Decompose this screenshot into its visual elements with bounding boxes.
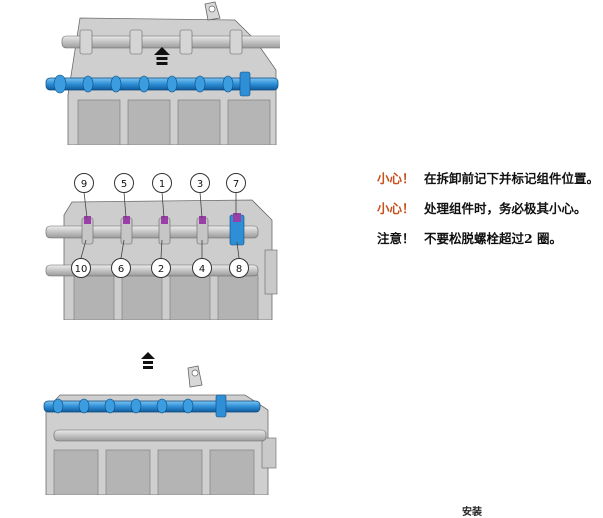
callout-1: 1 — [159, 179, 165, 190]
callout-4: 4 — [199, 264, 205, 275]
figure-camshaft-removal-top — [40, 0, 288, 146]
section-heading-install: 安装 — [462, 507, 482, 518]
callout-9: 9 — [81, 179, 87, 190]
engine-head-illustration — [43, 352, 277, 496]
note-text: 不要松脱螺栓超过2 圈。 — [424, 231, 563, 246]
engine-head-illustration — [45, 1, 288, 146]
note-text: 在拆卸前记下并标记组件位置。 — [424, 171, 600, 186]
caution-note-handle-care: 小心！ 处理组件时，务必极其小心。 — [377, 201, 599, 216]
figure-camshaft-removal-bottom — [40, 350, 280, 496]
callout-6: 6 — [118, 264, 124, 275]
up-arrow-icon — [141, 352, 155, 369]
note-text: 处理组件时，务必极其小心。 — [424, 201, 587, 216]
up-arrow-icon — [154, 47, 170, 65]
callout-8: 8 — [236, 264, 242, 275]
notice-label: 注意！ — [377, 231, 415, 246]
notes-panel: 小心！ 在拆卸前记下并标记组件位置。 小心！ 处理组件时，务必极其小心。 注意！… — [377, 171, 599, 261]
notice-note-bolts: 注意！ 不要松脱螺栓超过2 圈。 — [377, 231, 599, 246]
callout-7: 7 — [233, 179, 239, 190]
callout-3: 3 — [197, 179, 203, 190]
caution-note-mark-position: 小心！ 在拆卸前记下并标记组件位置。 — [377, 171, 599, 186]
callout-5: 5 — [121, 179, 127, 190]
camshaft-illustration: 9 5 1 3 7 10 6 2 4 8 — [45, 173, 278, 321]
callout-2: 2 — [158, 264, 164, 275]
figure-bearing-cap-sequence: 9 5 1 3 7 10 6 2 4 8 — [40, 170, 280, 321]
callout-10: 10 — [75, 264, 88, 275]
caution-label: 小心！ — [377, 201, 415, 216]
caution-label: 小心！ — [377, 171, 415, 186]
